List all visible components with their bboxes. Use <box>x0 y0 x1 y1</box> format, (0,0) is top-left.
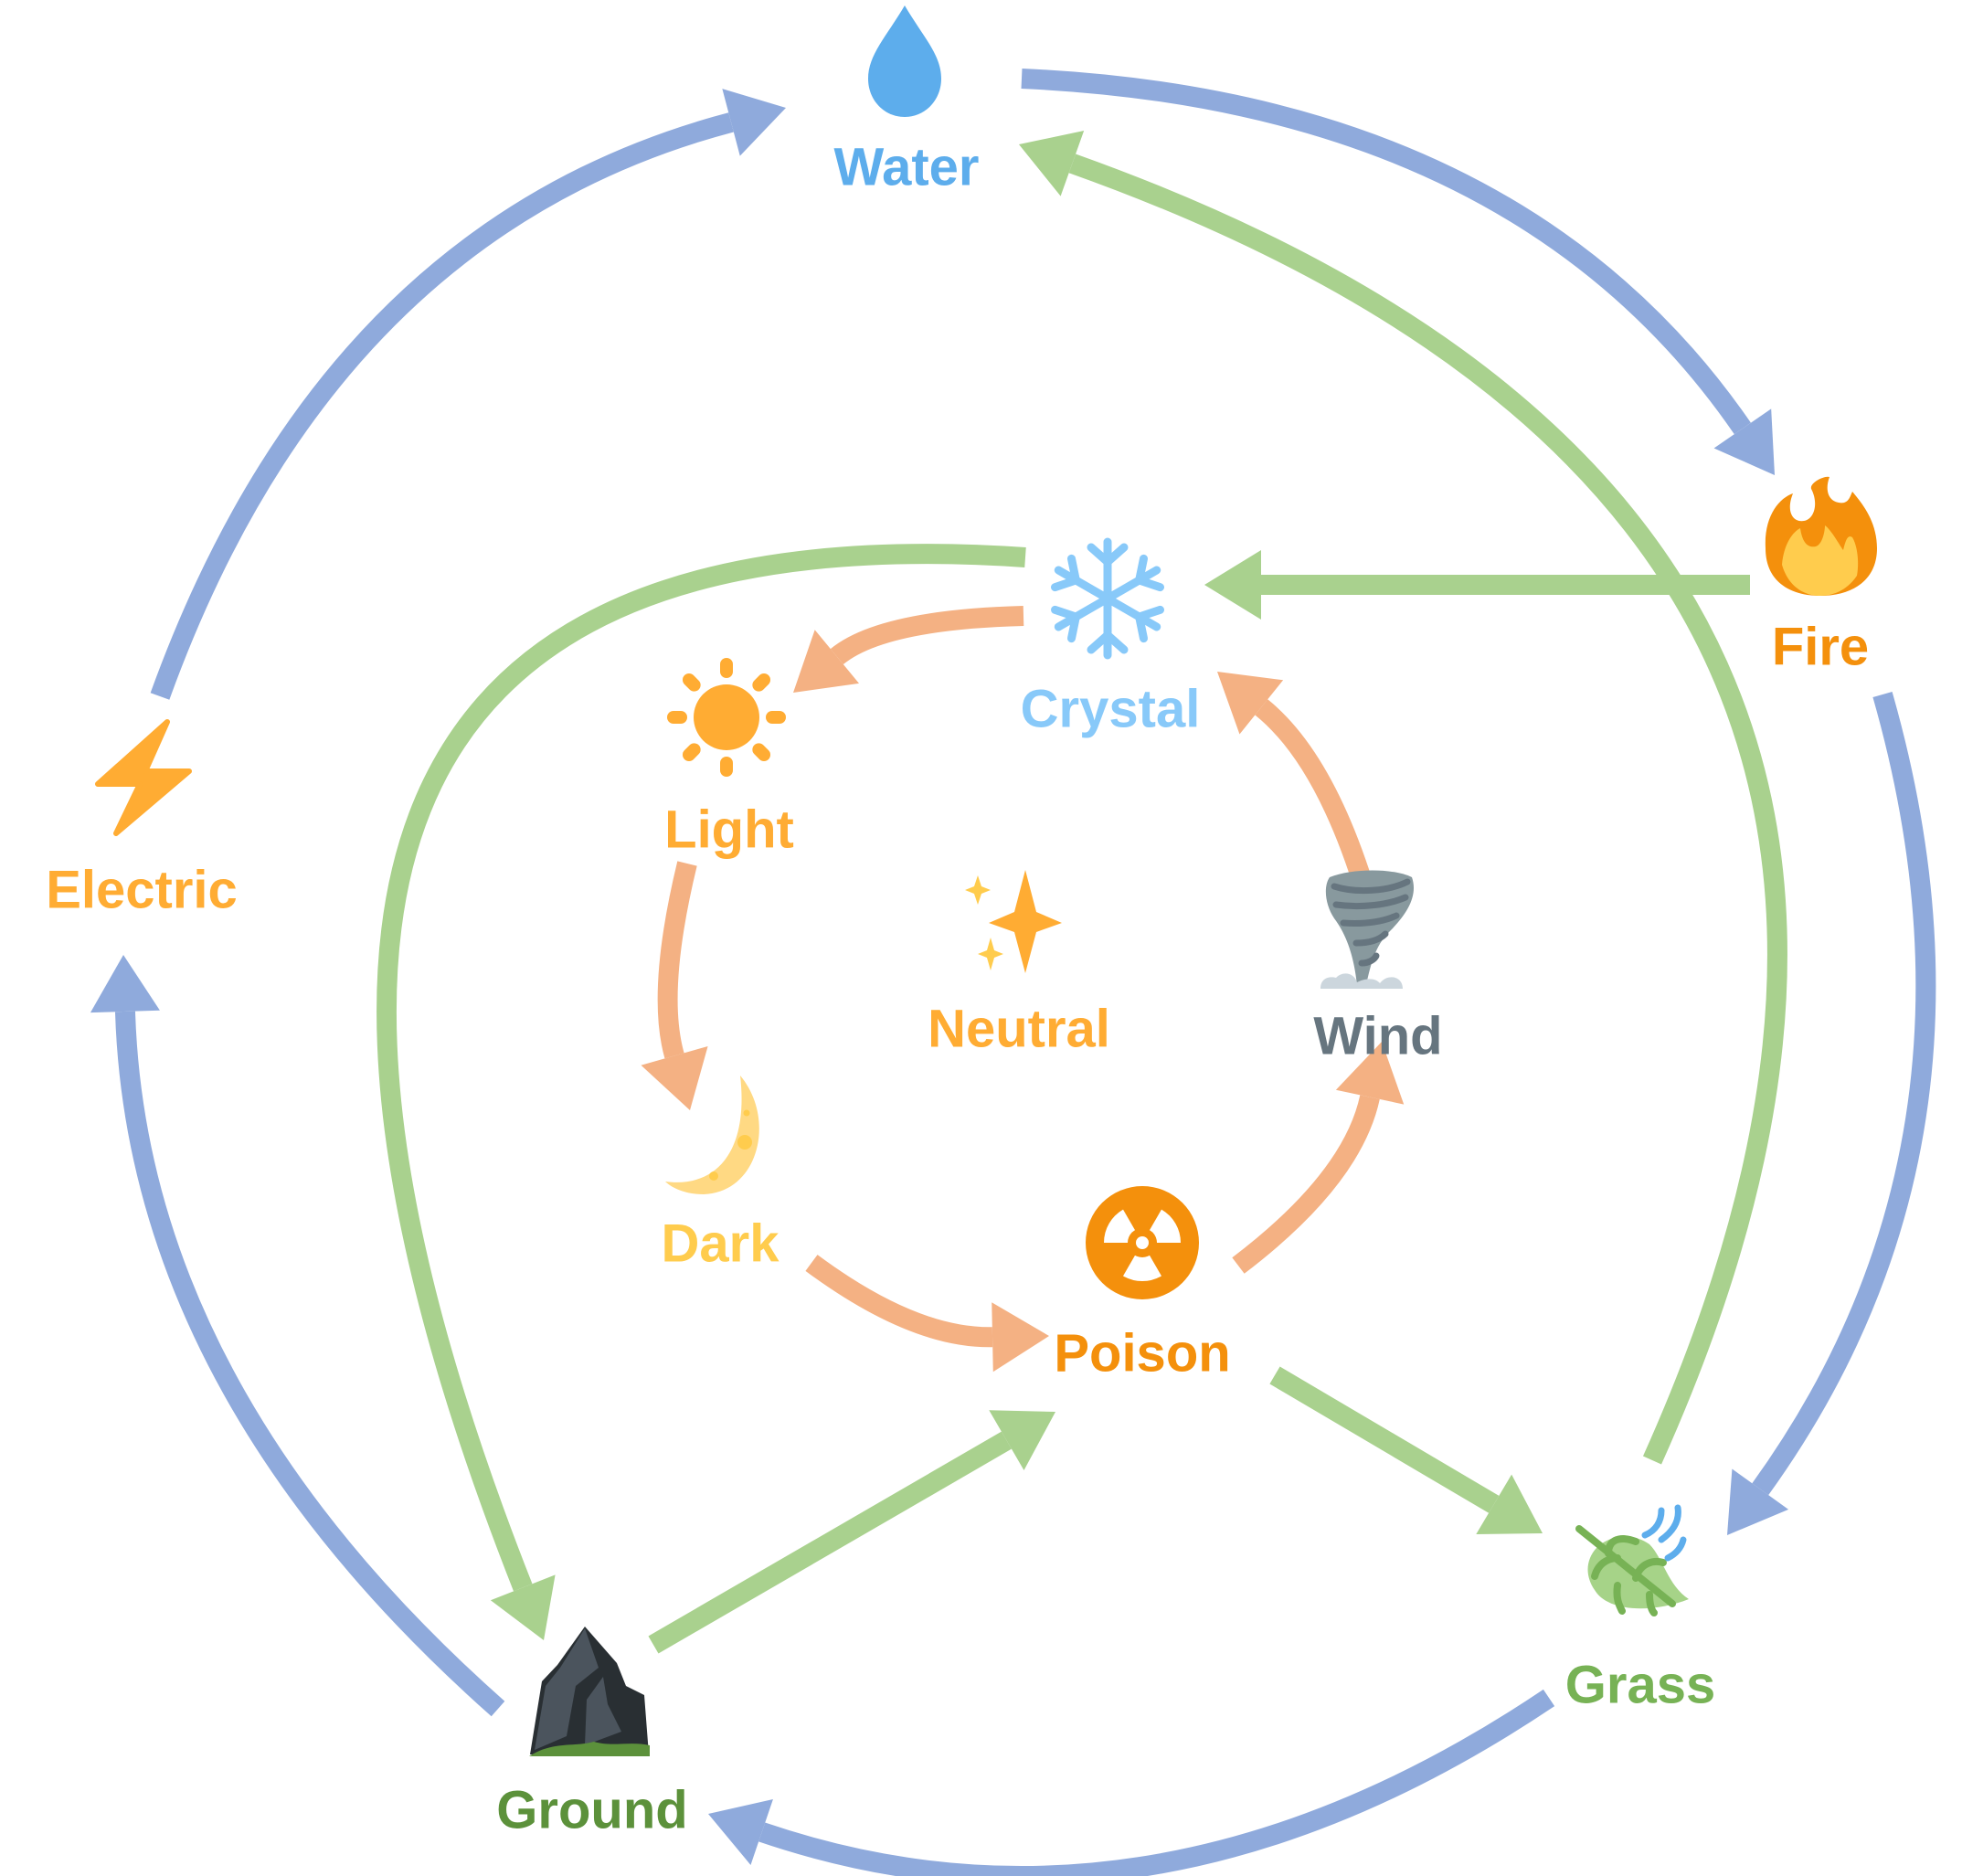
node-label-grass: Grass <box>1565 1655 1715 1714</box>
arrow-fire-to-grass <box>1727 691 1936 1535</box>
tornado-icon <box>1320 870 1415 989</box>
edges-layer <box>90 69 1936 1876</box>
node-label-fire: Fire <box>1772 617 1869 676</box>
sun-icon <box>667 658 786 777</box>
arrow-head <box>989 1410 1055 1471</box>
water-drop-icon <box>868 5 941 117</box>
arrow-shaft <box>1752 691 1936 1496</box>
arrow-head <box>793 630 860 693</box>
arrow-shaft <box>1021 69 1751 435</box>
arrow-head <box>90 955 160 1013</box>
arrow-ground-to-electric <box>90 955 505 1717</box>
node-label-crystal: Crystal <box>1021 679 1201 738</box>
arrow-grass-to-water <box>1019 131 1787 1465</box>
arrow-shaft <box>648 1431 1012 1654</box>
mountain-icon <box>529 1627 650 1756</box>
arrow-head <box>1204 550 1261 620</box>
leaf-icon <box>1575 1504 1689 1616</box>
arrow-shaft <box>1068 154 1787 1465</box>
arrow-head <box>490 1574 556 1640</box>
arrow-shaft <box>758 1689 1555 1876</box>
arrow-shaft <box>376 544 1026 1592</box>
arrow-head <box>1476 1474 1543 1534</box>
arrow-shaft <box>805 1255 993 1348</box>
node-label-neutral: Neutral <box>928 999 1110 1058</box>
crescent-moon-icon <box>665 1076 759 1194</box>
arrow-head <box>1727 1468 1789 1535</box>
arrow-fire-to-crystal <box>1204 550 1751 620</box>
arrow-shaft <box>150 112 734 700</box>
arrow-head <box>641 1045 708 1110</box>
node-label-electric: Electric <box>46 860 238 919</box>
arrow-light-to-dark <box>641 861 708 1110</box>
sparkles-icon <box>965 870 1062 973</box>
arrow-head <box>1335 1042 1405 1105</box>
arrow-shaft <box>1255 699 1376 897</box>
arrow-shaft <box>1269 1366 1500 1513</box>
node-label-water: Water <box>834 137 980 196</box>
arrow-shaft <box>114 1011 505 1717</box>
node-label-poison: Poison <box>1054 1323 1230 1383</box>
lightning-icon <box>95 719 192 836</box>
arrow-electric-to-water <box>150 89 786 700</box>
arrow-head <box>1217 672 1284 735</box>
arrow-head <box>992 1302 1049 1373</box>
arrow-poison-to-grass <box>1269 1366 1543 1534</box>
snowflake-icon <box>1050 537 1164 655</box>
arrow-head <box>722 89 786 156</box>
arrow-head <box>1019 131 1085 196</box>
radioactive-icon <box>1086 1186 1199 1299</box>
arrow-wind-to-crystal <box>1217 672 1376 897</box>
node-label-ground: Ground <box>496 1780 687 1839</box>
arrow-crystal-to-ground <box>376 544 1026 1640</box>
arrow-dark-to-poison <box>805 1255 1049 1373</box>
arrow-shaft <box>657 861 697 1059</box>
arrow-shaft <box>1232 1095 1380 1274</box>
node-label-dark: Dark <box>662 1214 780 1273</box>
arrow-ground-to-poison <box>648 1410 1055 1654</box>
arrow-crystal-to-light <box>793 606 1024 693</box>
arrow-head <box>708 1798 773 1865</box>
arrow-grass-to-ground <box>708 1689 1555 1876</box>
arrow-shaft <box>830 606 1024 665</box>
arrow-water-to-fire <box>1021 69 1775 475</box>
arrow-poison-to-wind <box>1232 1042 1405 1274</box>
node-label-light: Light <box>664 800 794 859</box>
arrow-head <box>1713 408 1775 475</box>
node-label-wind: Wind <box>1313 1006 1442 1065</box>
fire-icon <box>1765 476 1877 596</box>
